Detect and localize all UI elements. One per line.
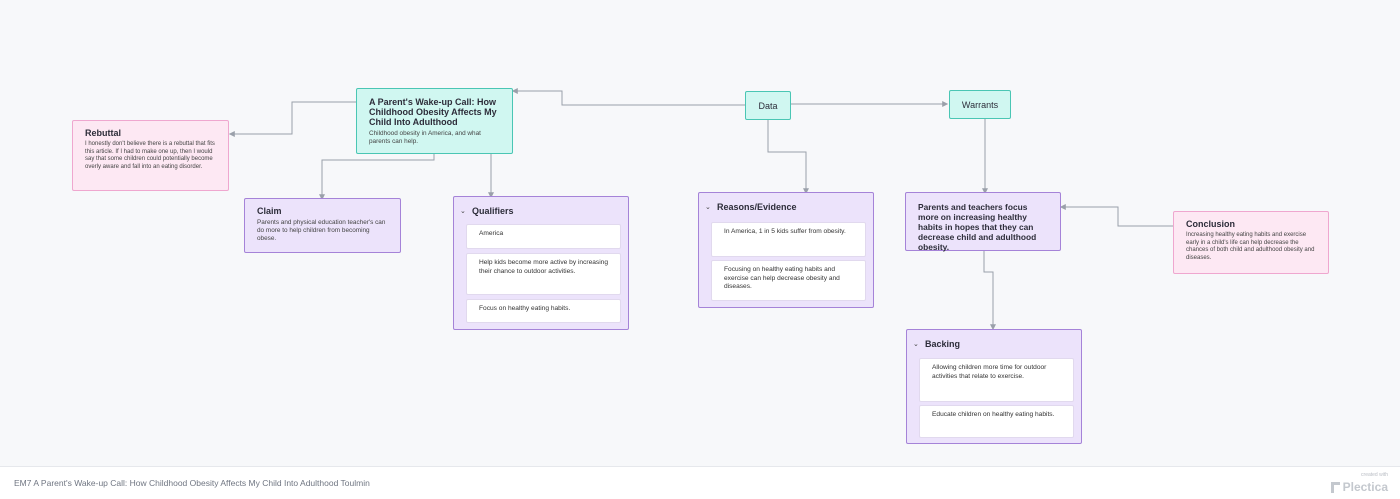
created-with-label: created with [1361,472,1388,478]
reasons-evidence-title: Reasons/Evidence [717,202,797,212]
qualifier-item[interactable]: Focus on healthy eating habits. [466,299,621,323]
qualifier-item[interactable]: Help kids become more active by increasi… [466,253,621,295]
main-argument-desc: Childhood obesity in America, and what p… [369,130,481,145]
conclusion-desc: Increasing healthy eating habits and exe… [1186,232,1315,261]
main-argument-node[interactable]: A Parent's Wake-up Call: How Childhood O… [356,88,513,154]
rebuttal-node[interactable]: Rebuttal I honestly don't believe there … [72,120,229,191]
plectica-brand-text: Plectica [1342,480,1388,494]
conclusion-title: Conclusion [1186,219,1235,229]
evidence-item[interactable]: In America, 1 in 5 kids suffer from obes… [711,222,866,257]
backing-item[interactable]: Educate children on healthy eating habit… [919,405,1074,438]
connector-conclusion-warrant [1059,204,1173,227]
qualifiers-title: Qualifiers [472,206,514,216]
plectica-logo[interactable]: Plectica [1330,480,1388,494]
map-title: EM7 A Parent's Wake-up Call: How Childho… [14,478,370,488]
plectica-logo-icon [1330,481,1340,493]
claim-desc: Parents and physical education teacher's… [257,219,386,242]
main-argument-title: A Parent's Wake-up Call: How Childhood O… [369,97,497,127]
chevron-down-icon[interactable]: ⌄ [705,204,711,211]
warrants-node[interactable]: Warrants [949,90,1011,119]
connector-data-main [511,88,746,106]
reasons-evidence-group[interactable]: ⌄ Reasons/Evidence In America, 1 in 5 ki… [698,192,874,308]
connector-warrant-backing [983,250,996,331]
chevron-down-icon[interactable]: ⌄ [460,208,466,215]
data-node[interactable]: Data [745,91,791,120]
qualifiers-group[interactable]: ⌄ Qualifiers America Help kids become mo… [453,196,629,330]
claim-title: Claim [257,206,282,216]
backing-group[interactable]: ⌄ Backing Allowing children more time fo… [906,329,1082,444]
rebuttal-title: Rebuttal [85,128,121,138]
backing-title: Backing [925,339,961,349]
footer-bar: EM7 A Parent's Wake-up Call: How Childho… [0,466,1400,499]
conclusion-node[interactable]: Conclusion Increasing healthy eating hab… [1173,211,1329,274]
warrants-title: Warrants [961,99,999,110]
backing-item[interactable]: Allowing children more time for outdoor … [919,358,1074,402]
warrant-statement-text: Parents and teachers focus more on incre… [918,202,1037,252]
evidence-item[interactable]: Focusing on healthy eating habits and ex… [711,260,866,301]
warrant-statement-node[interactable]: Parents and teachers focus more on incre… [905,192,1061,252]
rebuttal-desc: I honestly don't believe there is a rebu… [85,141,215,170]
claim-node[interactable]: Claim Parents and physical education tea… [244,198,401,253]
connector-main-claim [319,153,435,201]
chevron-down-icon[interactable]: ⌄ [913,341,919,348]
data-title: Data [758,100,778,111]
connector-main-rebuttal [228,101,357,137]
qualifier-item[interactable]: America [466,224,621,249]
connector-data-reasons [767,119,809,195]
